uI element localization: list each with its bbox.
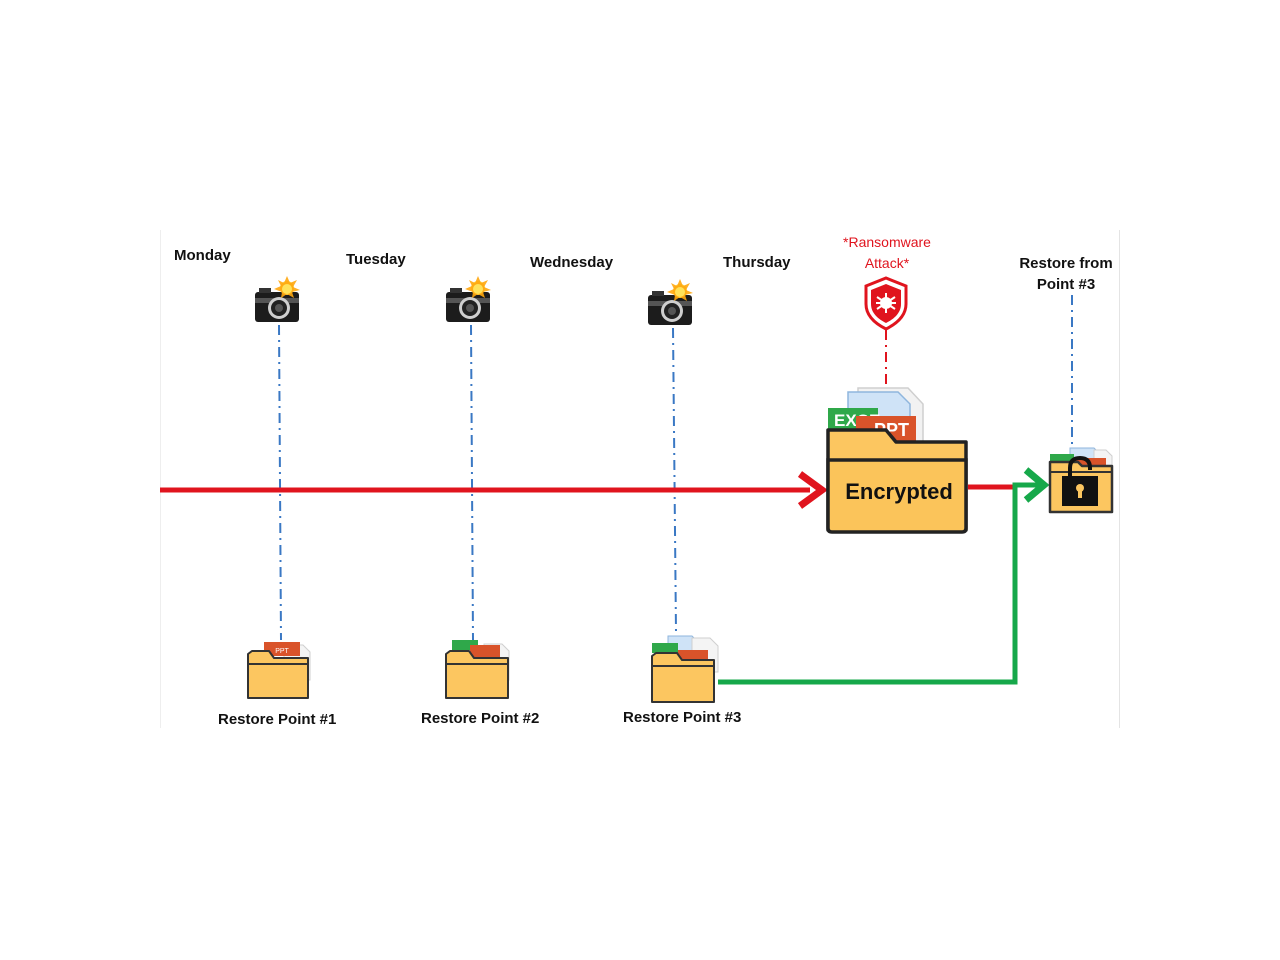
encrypted-folder-icon: EXCE PPT	[826, 387, 968, 534]
restore-point-3-label: Restore Point #3	[623, 709, 742, 726]
snapshot-connector	[278, 324, 282, 641]
shield-virus-icon	[864, 276, 908, 331]
restore-path-line	[718, 482, 1040, 685]
camera-icon	[648, 279, 693, 325]
restore-from-label-line1: Restore from	[1019, 255, 1113, 272]
snapshot-connector	[672, 327, 677, 633]
day-label-thursday: Thursday	[723, 254, 791, 271]
day-label-monday: Monday	[174, 247, 231, 264]
restore-from-label-line2: Point #3	[1036, 276, 1096, 293]
diagram-frame	[160, 230, 1120, 728]
restore-point-folder	[651, 635, 719, 703]
restore-point-1-label: Restore Point #1	[218, 711, 337, 728]
camera-icon	[255, 276, 300, 322]
restore-point-folder: PPT	[247, 642, 311, 699]
day-label-wednesday: Wednesday	[530, 254, 614, 271]
timeline-arrowhead	[797, 471, 828, 509]
day-label-tuesday: Tuesday	[346, 251, 406, 268]
attack-label-line1: *Ransomware	[843, 234, 931, 250]
attack-label: *Ransomware Attack*	[830, 232, 944, 274]
snapshot-connector	[470, 324, 474, 641]
restore-point-folder	[445, 640, 510, 699]
restore-from-label: Restore from Point #3	[1012, 253, 1120, 295]
restore-point-2-label: Restore Point #2	[421, 710, 540, 727]
attack-label-line2: Attack*	[864, 255, 910, 271]
unlocked-folder-icon	[1048, 447, 1114, 514]
camera-icon	[446, 276, 491, 322]
encrypted-label: Encrypted	[845, 479, 953, 504]
restore-path-arrowhead	[1023, 467, 1050, 503]
ppt-tag: PPT	[275, 648, 289, 655]
